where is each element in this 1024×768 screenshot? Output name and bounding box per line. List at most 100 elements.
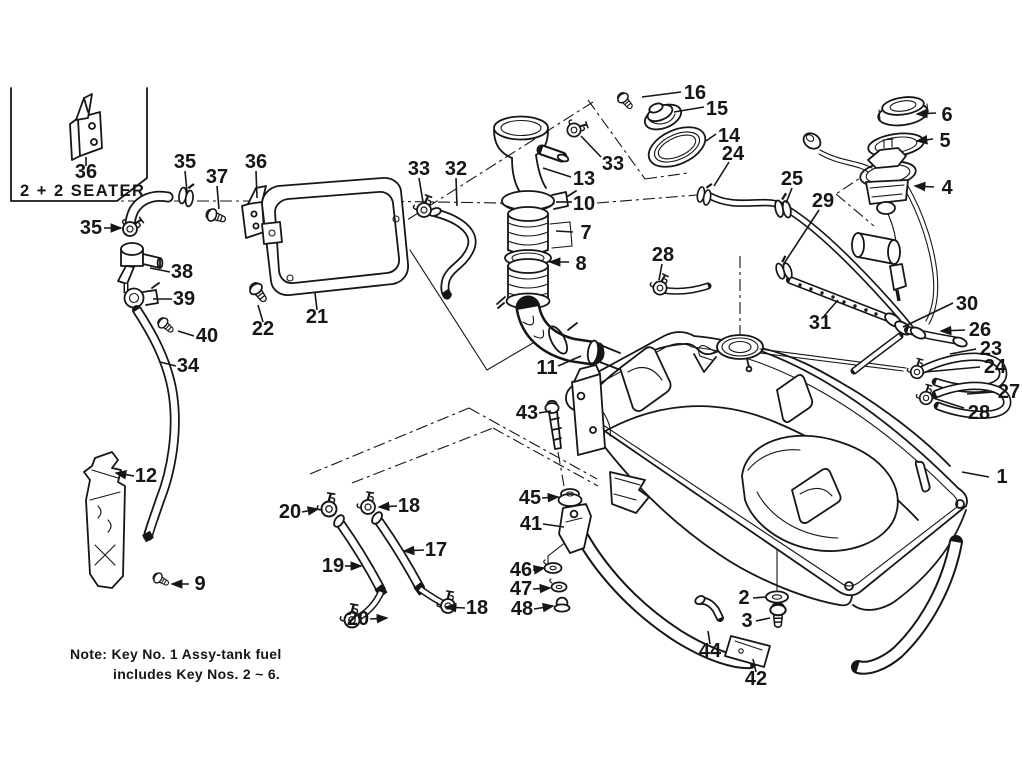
callout-41: 41 bbox=[520, 513, 542, 535]
callout-43: 43 bbox=[516, 402, 538, 424]
callout-14: 14 bbox=[718, 125, 741, 147]
tank-front-bracket-drawing bbox=[609, 471, 650, 514]
callout-21: 21 bbox=[306, 306, 328, 328]
callout-32: 32 bbox=[445, 158, 467, 180]
ring-14-drawing bbox=[647, 126, 707, 168]
clamp-24a-drawing bbox=[694, 180, 714, 207]
callout-1: 1 bbox=[996, 466, 1007, 488]
callout-46: 46 bbox=[510, 559, 532, 581]
fuel-cock-38-drawing bbox=[117, 242, 164, 293]
callout-35a: 35 bbox=[174, 151, 196, 173]
protector-12-drawing bbox=[83, 451, 126, 589]
perforated-tube-31-drawing bbox=[786, 276, 892, 322]
callout-47: 47 bbox=[510, 578, 532, 600]
callout-6: 6 bbox=[941, 104, 952, 126]
hose-7-drawing bbox=[507, 206, 573, 255]
callout-5: 5 bbox=[939, 130, 950, 152]
elbow-11-drawing bbox=[515, 295, 605, 366]
callout-11: 11 bbox=[536, 357, 557, 379]
tank-rib-1 bbox=[619, 346, 672, 413]
vent-tube-23-25-drawing bbox=[706, 192, 914, 332]
callout-8: 8 bbox=[575, 253, 586, 275]
screw-40-drawing bbox=[154, 314, 177, 337]
washer-2-drawing bbox=[765, 590, 789, 604]
bolt-22-drawing bbox=[246, 279, 272, 306]
callout-15: 15 bbox=[706, 98, 728, 120]
note-line-2: includes Key Nos. 2 ~ 6. bbox=[113, 666, 280, 682]
callout-25: 25 bbox=[781, 168, 803, 190]
bolt-3-drawing bbox=[769, 601, 787, 629]
fuel-tank-1-drawing bbox=[565, 331, 968, 597]
callout-13: 13 bbox=[573, 168, 595, 190]
junction-30-drawing bbox=[850, 312, 912, 375]
callout-37: 37 bbox=[206, 166, 228, 188]
callout-34: 34 bbox=[177, 355, 200, 377]
clamp-10-drawing bbox=[501, 190, 577, 212]
hose-32-drawing bbox=[428, 207, 477, 300]
callout-33b: 33 bbox=[602, 153, 624, 175]
cap-15-drawing bbox=[644, 102, 682, 131]
filler-cap-group bbox=[614, 89, 707, 168]
hose-28a-drawing bbox=[647, 271, 712, 298]
callout-28a: 28 bbox=[652, 244, 674, 266]
callout-29: 29 bbox=[812, 190, 834, 212]
screw-16-drawing bbox=[614, 89, 637, 113]
callout-labels: 16 15 14 24 6 5 4 25 29 33 13 10 7 8 28 … bbox=[75, 82, 1020, 690]
hose-27-drawing bbox=[931, 381, 1012, 419]
callout-9: 9 bbox=[194, 573, 205, 595]
callout-42: 42 bbox=[745, 668, 767, 690]
strap-bracket-41-drawing bbox=[558, 503, 592, 554]
sender-4-drawing bbox=[802, 132, 939, 325]
callout-20a: 20 bbox=[279, 501, 301, 523]
callout-28b: 28 bbox=[968, 402, 990, 424]
inset-box-2plus2 bbox=[10, 87, 148, 202]
callout-24a: 24 bbox=[722, 143, 745, 165]
screw-9-drawing bbox=[150, 570, 172, 590]
callout-45: 45 bbox=[519, 487, 541, 509]
callout-31: 31 bbox=[809, 312, 831, 334]
callout-23: 23 bbox=[980, 338, 1002, 360]
gauge-unit-group bbox=[802, 96, 939, 325]
callout-22: 22 bbox=[252, 318, 274, 340]
clamp-29-drawing bbox=[771, 254, 795, 283]
callout-18b: 18 bbox=[466, 597, 488, 619]
callout-20b: 20 bbox=[347, 608, 369, 630]
nut-48-drawing bbox=[553, 596, 571, 613]
callout-35b: 35 bbox=[80, 217, 102, 239]
breather-hoses-group bbox=[311, 487, 463, 633]
callout-18a: 18 bbox=[398, 495, 420, 517]
callout-48: 48 bbox=[511, 598, 533, 620]
callout-30: 30 bbox=[956, 293, 978, 315]
leader-lines bbox=[85, 91, 995, 673]
pipe-44-drawing bbox=[694, 595, 724, 622]
bolt-37-drawing bbox=[203, 206, 229, 227]
callout-16: 16 bbox=[684, 82, 706, 104]
clamp-25-drawing bbox=[771, 191, 794, 221]
inset-caption: 2 + 2 SEATER bbox=[20, 182, 145, 200]
strap-42b-drawing bbox=[851, 535, 963, 675]
bracket-36-inset-drawing bbox=[69, 93, 103, 161]
note-line-1: Note: Key No. 1 Assy-tank fuel bbox=[70, 646, 282, 662]
callout-10: 10 bbox=[573, 193, 595, 215]
callout-4: 4 bbox=[941, 177, 953, 199]
strap-42a-drawing bbox=[563, 505, 771, 670]
callout-7: 7 bbox=[580, 222, 591, 244]
callout-26: 26 bbox=[969, 319, 991, 341]
cap-6-drawing bbox=[877, 96, 929, 127]
vent-plumbing-group bbox=[647, 180, 1012, 419]
callout-39: 39 bbox=[173, 288, 195, 310]
callout-40: 40 bbox=[196, 325, 218, 347]
callout-27: 27 bbox=[998, 381, 1020, 403]
filler-mount-plate-drawing bbox=[571, 364, 606, 456]
filler-neck-group bbox=[493, 113, 605, 366]
left-parts-group bbox=[83, 181, 272, 590]
callout-19: 19 bbox=[322, 555, 344, 577]
callout-38: 38 bbox=[171, 261, 193, 283]
washer-46-drawing bbox=[543, 559, 563, 574]
clamp-39-drawing bbox=[123, 282, 160, 309]
grommet-45-drawing bbox=[557, 488, 583, 507]
hose-26-drawing bbox=[904, 326, 968, 348]
filler-opening-13-drawing bbox=[493, 115, 570, 193]
callout-44: 44 bbox=[699, 640, 722, 662]
